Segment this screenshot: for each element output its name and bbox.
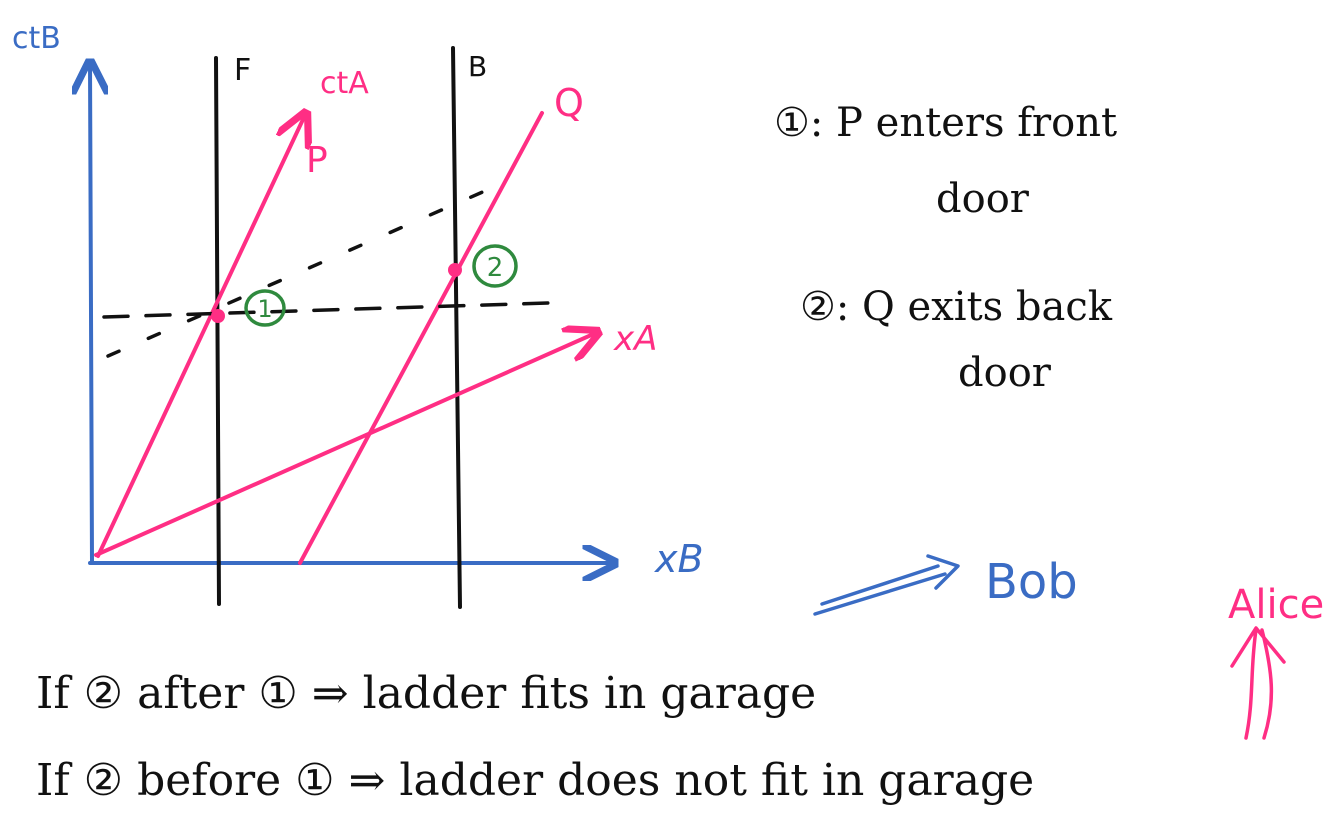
event-1-circle	[244, 289, 286, 327]
event-2-marker: ②	[800, 284, 836, 330]
xB-label: xB	[654, 537, 704, 581]
event-1-number: 1	[257, 295, 272, 323]
event-1-marker: ①	[774, 100, 810, 146]
p-label: P	[306, 140, 328, 181]
event-1-text-line-1: : P enters front	[809, 100, 1118, 146]
bob-arrow-line-2	[820, 564, 940, 606]
front-door-line	[214, 56, 221, 606]
ctB-axis	[90, 62, 92, 565]
ctA-axis	[96, 113, 306, 558]
back-door-line	[451, 46, 462, 609]
back-door-label: B	[468, 50, 487, 83]
q-label: Q	[554, 81, 584, 125]
xA-axis	[94, 332, 598, 557]
conclusion-fits: If ② after ① ⇒ ladder fits in garage	[36, 668, 817, 719]
q-worldline	[298, 111, 544, 565]
xA-label: xA	[613, 319, 657, 359]
event-2-dot	[448, 263, 462, 277]
bob-label: Bob	[985, 554, 1078, 610]
event-1-dot	[211, 309, 225, 323]
alice-simultaneity-line	[106, 178, 512, 358]
event-2-description-line-2: door	[958, 350, 1051, 396]
bob-arrow-head	[926, 554, 960, 590]
front-door-label: F	[234, 53, 251, 88]
event-1-description-line-2: door	[936, 176, 1029, 222]
bob-arrow-line-1	[813, 572, 947, 616]
event-2-circle	[472, 244, 518, 288]
event-1-description: ①: P enters front	[774, 100, 1117, 146]
bob-simultaneity-line	[102, 301, 550, 319]
event-2-text-line-1: : Q exits back	[835, 284, 1112, 330]
alice-label: Alice	[1228, 582, 1324, 628]
event-2-number: 2	[487, 253, 504, 283]
conclusion-does-not-fit: If ② before ① ⇒ ladder does not fit in g…	[36, 755, 1035, 806]
alice-arrow	[1230, 626, 1286, 740]
event-2-description: ②: Q exits back	[800, 284, 1112, 330]
ctA-label: ctA	[320, 66, 369, 101]
ctB-label: ctB	[12, 21, 61, 56]
